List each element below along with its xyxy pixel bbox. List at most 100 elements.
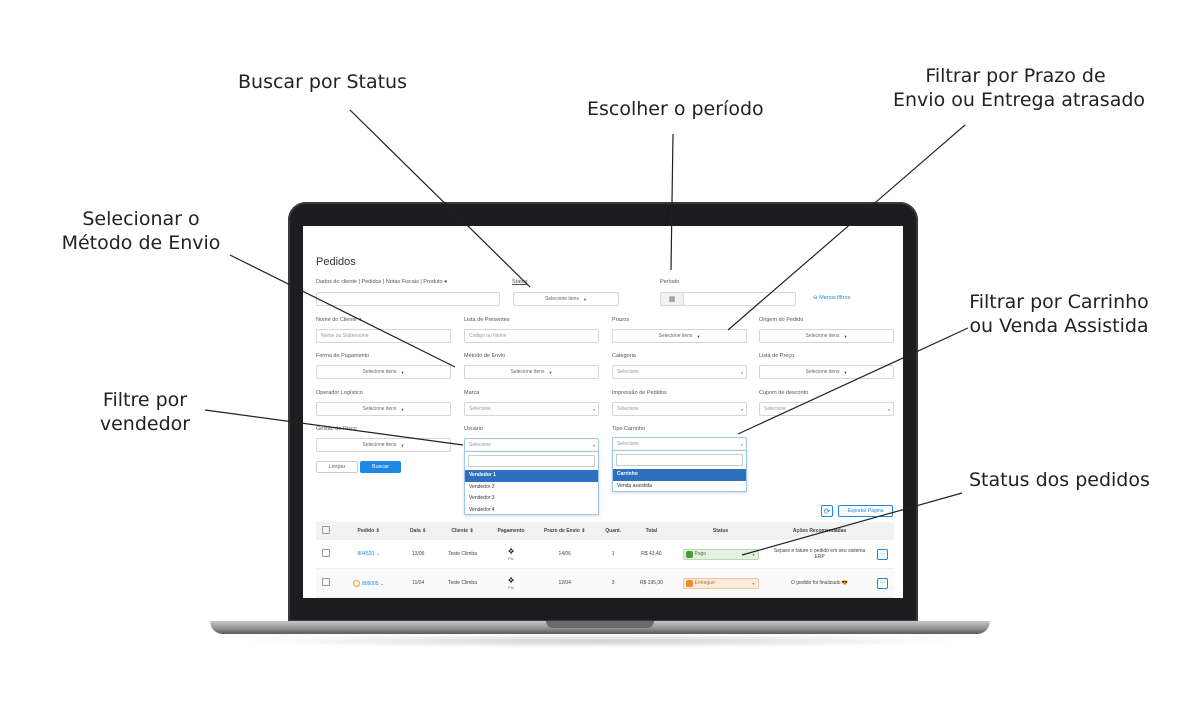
metodo-select[interactable]: Selecione itens▼ xyxy=(464,365,599,379)
status-select[interactable]: Entregue▾ xyxy=(682,577,759,589)
buscar-button[interactable]: Buscar xyxy=(360,461,401,473)
pedido-cell[interactable]: 805005 ⌄ xyxy=(336,568,401,598)
cupom-select[interactable]: Selecione▾ xyxy=(759,402,894,416)
table-row[interactable]: 804520 ⌄ 13/06 Teste Climba ❖Pix 14/06 1… xyxy=(316,540,894,569)
categoria-label: Categoria xyxy=(612,353,636,359)
marca-label: Marca xyxy=(464,390,480,396)
usuario-option[interactable]: Vendedor 3 xyxy=(469,495,495,501)
orders-table: Pedido ⇕ Data ⇕ Cliente ⇕ Pagamento Praz… xyxy=(316,522,894,598)
col-prazo[interactable]: Prazo de Envio ⇕ xyxy=(532,522,597,540)
nome-label-text: Nome do Cliente xyxy=(316,317,357,323)
caret-down-icon: ▾ xyxy=(740,441,743,447)
delivered-icon xyxy=(685,579,693,587)
marca-select[interactable]: Selecione▾ xyxy=(464,402,599,416)
caret-down-icon: ▼ xyxy=(548,369,553,375)
metodo-label: Método de Envio xyxy=(464,353,506,359)
caret-down-icon: ▾ xyxy=(592,442,595,448)
tipo-option[interactable]: Carrinho xyxy=(613,469,746,481)
usuario-placeholder: Selecione xyxy=(469,442,491,448)
operador-select[interactable]: Selecione itens▼ xyxy=(316,402,451,416)
status-cell[interactable]: Entregue▾ xyxy=(673,568,768,598)
refresh-button[interactable]: ⟳ xyxy=(821,505,833,517)
table-row[interactable]: 805005 ⌄ 11/04 Teste Climba ❖Pix 12/04 3… xyxy=(316,568,894,598)
prazo-cell: 12/04 xyxy=(532,568,597,598)
usuario-dropdown-search[interactable] xyxy=(468,455,595,467)
calendar-icon: ▦ xyxy=(668,296,676,303)
more-options-button[interactable]: ··· xyxy=(877,548,889,560)
impressao-label: Impressão de Pedidos xyxy=(612,390,667,396)
gestao-select[interactable]: Selecione itens▼ xyxy=(316,438,451,452)
tipo-select[interactable]: Selecione▾ xyxy=(612,437,747,451)
pedido-link[interactable]: 804520 xyxy=(357,551,375,557)
periodo-input[interactable] xyxy=(683,292,796,306)
more-cell[interactable]: ··· xyxy=(871,568,894,598)
status-cell[interactable]: Pago▾ xyxy=(673,540,768,569)
col-data-text: Data xyxy=(409,528,421,534)
prazos-select-text: Selecione itens xyxy=(658,333,693,339)
forma-select[interactable]: Selecione itens▼ xyxy=(316,365,451,379)
caret-down-icon: ▾ xyxy=(592,406,595,412)
lista-input[interactable]: Código ou Nome xyxy=(464,329,599,343)
col-prazo-text: Prazo de Envio xyxy=(543,528,580,534)
usuario-select[interactable]: Selecione ▾ xyxy=(464,438,599,452)
forma-select-text: Selecione itens xyxy=(362,369,397,375)
usuario-option[interactable]: Vendedor 2 xyxy=(469,483,495,490)
origem-select[interactable]: Selecione itens▼ xyxy=(759,329,894,343)
categoria-select[interactable]: Selecione▾ xyxy=(612,365,747,379)
limpar-button[interactable]: Limpar xyxy=(316,461,358,473)
pagamento-label: Pix xyxy=(508,584,514,590)
caret-down-icon: ▼ xyxy=(696,333,701,339)
cliente-cell: Teste Climba xyxy=(435,540,490,569)
pedido-link[interactable]: 805005 xyxy=(361,580,379,587)
impressao-placeholder: Selecione xyxy=(617,406,639,412)
row-checkbox[interactable] xyxy=(322,578,331,586)
minus-circle-icon: ⊖ xyxy=(813,295,818,301)
info-icon: ● xyxy=(444,279,448,285)
dados-input[interactable] xyxy=(316,292,500,306)
col-cliente[interactable]: Cliente ⇕ xyxy=(435,522,490,540)
tipo-dropdown-search[interactable] xyxy=(616,454,743,466)
usuario-option[interactable]: Vendedor 4 xyxy=(469,506,495,513)
export-button[interactable]: Exportar Página xyxy=(838,505,893,517)
more-cell[interactable]: ··· xyxy=(871,540,894,569)
listapreco-select[interactable]: Selecione itens▼ xyxy=(759,365,894,379)
caret-down-icon: ▼ xyxy=(843,369,848,375)
select-all-checkbox-cell[interactable] xyxy=(316,522,337,540)
status-select[interactable]: Pago▾ xyxy=(682,548,759,560)
data-cell: 13/06 xyxy=(400,540,436,569)
col-pedido-text: Pedido xyxy=(357,528,375,534)
origem-select-text: Selecione itens xyxy=(805,333,840,339)
more-options-button[interactable]: ··· xyxy=(877,577,889,589)
sort-icon: ⇕ xyxy=(581,528,586,534)
metodo-select-text: Selecione itens xyxy=(510,369,545,375)
menos-filtros-link[interactable]: ⊖ Menos filtros xyxy=(813,295,850,301)
acao-cell: O pedido foi finalizado 😎 xyxy=(768,568,872,598)
pedido-cell[interactable]: 804520 ⌄ xyxy=(336,540,401,569)
impressao-select[interactable]: Selecione▾ xyxy=(612,402,747,416)
status-select[interactable]: Selecione itens▼ xyxy=(513,292,619,306)
col-pedido[interactable]: Pedido ⇕ xyxy=(336,522,401,540)
row-checkbox-cell[interactable] xyxy=(316,568,337,598)
total-cell: R$ 43,40 xyxy=(629,540,674,569)
sort-icon: ⇕ xyxy=(469,528,474,534)
calendar-button[interactable]: ▦ xyxy=(660,292,684,306)
prazos-select[interactable]: Selecione itens▼ xyxy=(612,329,747,343)
chevron-down-icon[interactable]: ⌄ xyxy=(375,551,380,557)
callout-vendedor: Filtre por vendedor xyxy=(95,388,195,436)
select-all-checkbox[interactable] xyxy=(322,526,331,534)
callout-metodo-line1: Selecionar o xyxy=(82,208,200,230)
listapreco-label: Lista de Preço xyxy=(759,353,795,359)
lista-placeholder: Código ou Nome xyxy=(469,333,507,339)
laptop-notch xyxy=(546,621,654,628)
usuario-option[interactable]: Vendedor 1 xyxy=(465,470,598,482)
tipo-option[interactable]: Venda assistida xyxy=(617,482,653,489)
row-checkbox-cell[interactable] xyxy=(316,540,337,569)
col-acoes: Ações Recomendadas xyxy=(768,522,872,540)
cliente-cell: Teste Climba xyxy=(435,568,490,598)
lista-label: Lista de Presentes xyxy=(464,317,510,323)
col-data[interactable]: Data ⇕ xyxy=(400,522,436,540)
nome-input[interactable]: Nome ou Sobrenome xyxy=(316,329,451,343)
chevron-down-icon[interactable]: ⌄ xyxy=(380,580,385,587)
row-checkbox[interactable] xyxy=(322,549,331,557)
laptop-screen: Pedidos Dados do cliente | Pedidos | Not… xyxy=(303,226,903,598)
